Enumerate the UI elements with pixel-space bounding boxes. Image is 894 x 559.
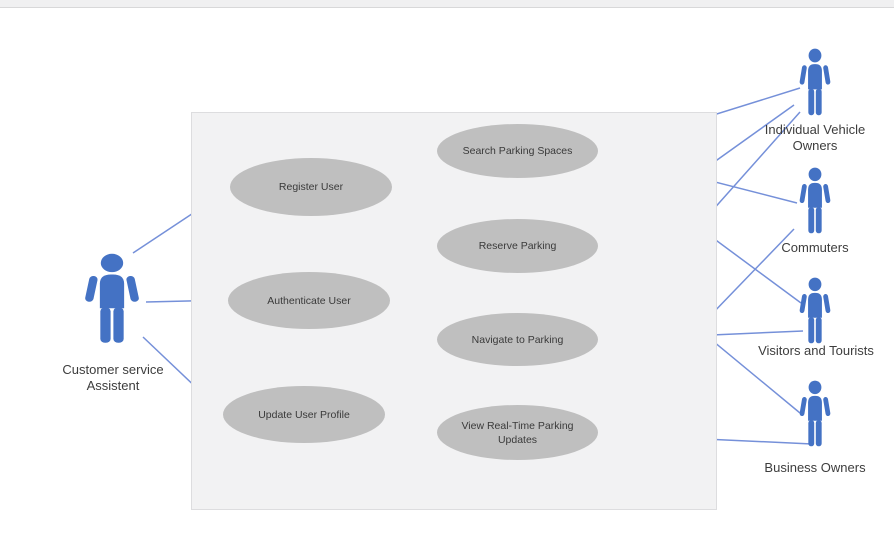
usecase-label: Reserve Parking xyxy=(478,240,557,252)
usecase-label: Search Parking Spaces xyxy=(462,145,573,157)
person-icon xyxy=(799,277,831,344)
usecase-label: Authenticate User xyxy=(267,294,351,307)
actor-label-customer-service-assistant: Customer service Assistent xyxy=(62,362,164,393)
usecase-update-user-profile[interactable]: Update User Profile xyxy=(223,386,385,443)
actor-individual-vehicle-owners[interactable] xyxy=(799,48,831,117)
usecase-label: Update User Profile xyxy=(258,408,350,421)
actor-label-business-owners: Business Owners xyxy=(764,460,866,475)
usecase-label: View Real-Time Parking Updates xyxy=(461,419,574,446)
actor-customer-service-assistant[interactable] xyxy=(84,253,140,345)
usecase-search-parking-spaces[interactable]: Search Parking Spaces xyxy=(437,124,598,178)
person-icon xyxy=(799,380,831,447)
actor-label-visitors-and-tourists: Visitors and Tourists xyxy=(758,343,874,358)
person-icon xyxy=(85,253,139,343)
usecase-navigate-to-parking[interactable]: Navigate to Parking xyxy=(437,313,598,366)
usecase-authenticate-user[interactable]: Authenticate User xyxy=(228,272,390,329)
actor-commuters[interactable] xyxy=(799,167,831,235)
actor-label-individual-vehicle-owners: Individual Vehicle Owners xyxy=(764,122,866,153)
actor-business-owners[interactable] xyxy=(799,380,831,448)
person-icon xyxy=(799,167,831,234)
usecase-view-real-time-parking-updates[interactable]: View Real-Time Parking Updates xyxy=(437,405,598,460)
usecase-register-user[interactable]: Register User xyxy=(230,158,392,216)
usecase-label: Register User xyxy=(278,181,344,193)
actor-visitors-and-tourists[interactable] xyxy=(799,277,831,345)
usecase-label: Navigate to Parking xyxy=(471,333,564,346)
usecase-reserve-parking[interactable]: Reserve Parking xyxy=(437,219,598,273)
person-icon xyxy=(799,48,831,116)
window-top-edge xyxy=(0,0,894,8)
actor-label-commuters: Commuters xyxy=(781,240,849,255)
